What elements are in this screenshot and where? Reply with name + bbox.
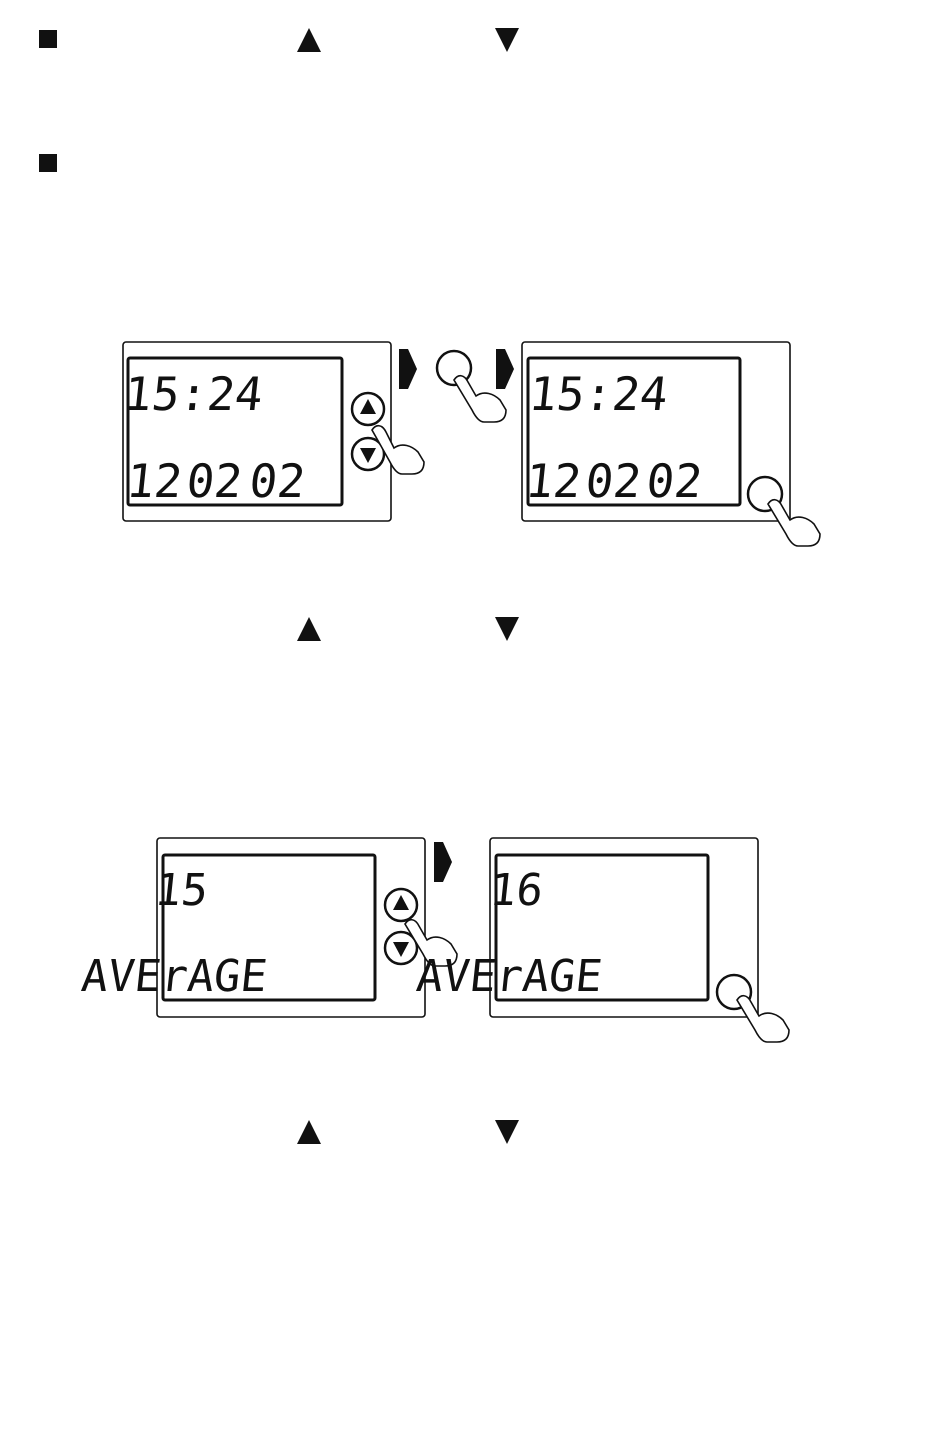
lcd-date-year: 02	[644, 454, 705, 508]
triangle-down-icon	[495, 1120, 519, 1144]
triangle-down-icon	[495, 28, 519, 52]
lcd-date-day: 12	[124, 454, 185, 508]
diagram-time-before: 15:24 12 02 02	[122, 342, 424, 521]
lcd-value: 16	[487, 865, 545, 916]
arrow-right-icon	[434, 842, 452, 882]
lcd-date-day: 12	[523, 454, 584, 508]
triangle-up-icon	[297, 28, 321, 52]
diagram-average-before: 15 AVErAGE	[79, 838, 457, 1017]
lcd-date-year: 02	[247, 454, 308, 508]
lcd-time: 15:24	[527, 367, 671, 421]
triangle-up-icon	[297, 1120, 321, 1144]
lcd-time: 15:24	[122, 367, 266, 421]
arrow-right-icon	[496, 349, 514, 389]
pointing-hand-icon	[737, 996, 789, 1042]
set-button-press	[437, 351, 506, 422]
lcd-value: 15	[152, 865, 210, 916]
lcd-date-month: 02	[583, 454, 644, 508]
square-bullet-icon	[39, 30, 57, 48]
diagram-time-after: 15:24 12 02 02	[522, 342, 820, 546]
lcd-mode: AVErAGE	[79, 951, 270, 1002]
diagram-average-after: 16 AVErAGE	[414, 838, 789, 1042]
lcd-mode: AVErAGE	[414, 951, 605, 1002]
square-bullet-icon	[39, 154, 57, 172]
triangle-up-icon	[297, 617, 321, 641]
triangle-down-icon	[495, 617, 519, 641]
lcd-date-month: 02	[184, 454, 245, 508]
pointing-hand-icon	[768, 500, 820, 546]
arrow-right-icon	[399, 349, 417, 389]
